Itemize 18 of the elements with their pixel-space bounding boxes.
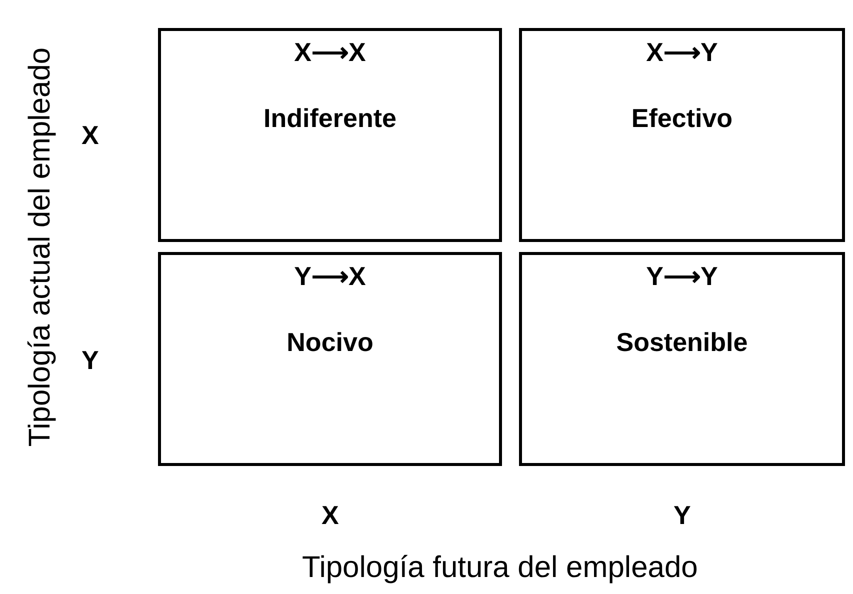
transition-label: Y⟶Y	[646, 261, 718, 292]
category-label: Sostenible	[616, 327, 748, 358]
column-label: Y	[674, 500, 691, 530]
quadrant-box	[519, 28, 845, 242]
transition-label: Y⟶X	[294, 261, 366, 292]
row-label: Y	[82, 344, 99, 376]
transition-label: X⟶Y	[646, 37, 718, 68]
category-label: Efectivo	[631, 103, 733, 134]
axis-title: Tipología actual del empleado	[23, 47, 58, 447]
category-label: Nocivo	[286, 327, 374, 358]
transition-label: X⟶X	[294, 37, 366, 68]
quadrant-box	[158, 252, 502, 466]
quadrant-box	[519, 252, 845, 466]
column-label: X	[322, 500, 339, 530]
row-label: X	[82, 120, 99, 150]
quadrant-box	[158, 28, 502, 242]
category-label: Indiferente	[264, 103, 396, 134]
axis-title: Tipología futura del empleado	[302, 551, 698, 585]
